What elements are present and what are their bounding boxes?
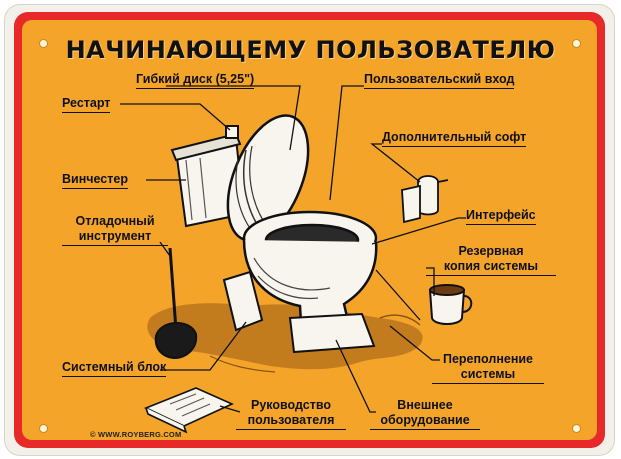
leader-lines xyxy=(120,85,466,413)
label-debugger-line2: инструмент xyxy=(62,229,168,246)
coffee-mug-icon xyxy=(428,284,473,325)
label-debugger-line1: Отладочный xyxy=(75,214,155,228)
label-overflow: Переполнение системы xyxy=(432,352,544,384)
copyright-text: © WWW.ROYBERG.COM xyxy=(90,430,182,439)
label-manual: Руководство пользователя xyxy=(236,398,346,430)
mounting-hole-icon xyxy=(40,425,47,432)
label-hdd: Винчестер xyxy=(62,172,128,189)
label-interface: Интерфейс xyxy=(466,208,536,225)
label-external-line2: оборудование xyxy=(370,413,480,430)
label-overflow-line1: Переполнение xyxy=(442,352,534,366)
label-external-line1: Внешнее xyxy=(397,398,453,412)
label-user-input: Пользовательский вход xyxy=(364,72,515,89)
label-debugger: Отладочный инструмент xyxy=(62,214,168,246)
mounting-hole-icon xyxy=(40,40,47,47)
plunger-icon xyxy=(154,247,198,360)
mounting-hole-icon xyxy=(573,425,580,432)
toilet-paper-icon xyxy=(401,175,449,224)
label-floppy: Гибкий диск (5,25") xyxy=(136,72,255,89)
label-system-unit: Системный блок xyxy=(62,360,167,377)
mounting-hole-icon xyxy=(573,40,580,47)
label-backup-line1: Резервная xyxy=(458,244,524,258)
label-overflow-line2: системы xyxy=(432,367,544,384)
label-backup: Резервная копия системы xyxy=(426,244,556,276)
label-external: Внешнее оборудование xyxy=(370,398,480,430)
toilet-base xyxy=(222,270,376,354)
user-manual-icon xyxy=(144,387,234,434)
label-manual-line2: пользователя xyxy=(236,413,346,430)
label-restart: Рестарт xyxy=(62,96,111,113)
sign-title: НАЧИНАЮЩЕМУ ПОЛЬЗОВАТЕЛЮ xyxy=(65,36,556,64)
label-backup-line2: копия системы xyxy=(426,259,556,276)
label-manual-line1: Руководство xyxy=(250,398,331,412)
label-extra-soft: Дополнительный софт xyxy=(382,130,527,147)
